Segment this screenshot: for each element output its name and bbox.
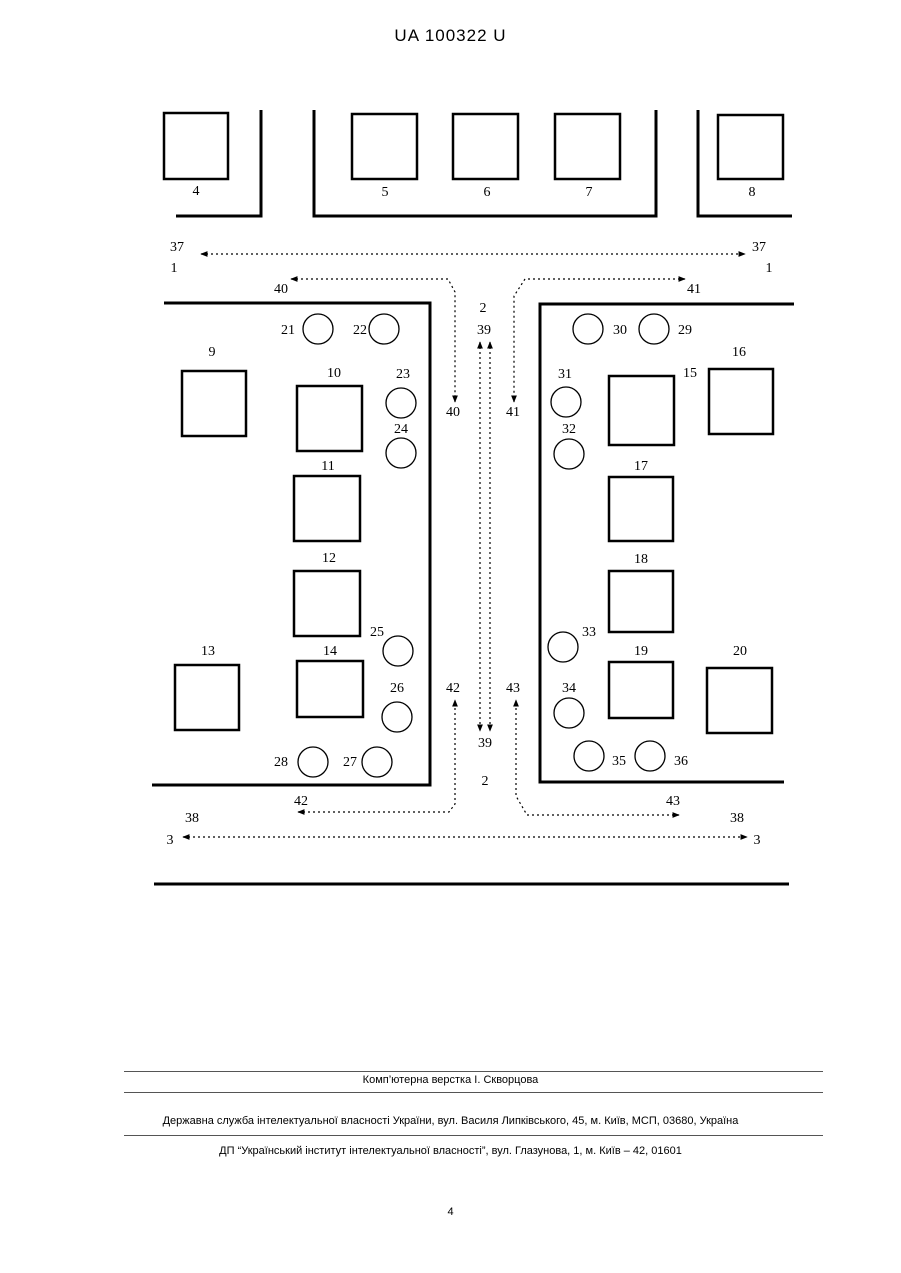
block-13 <box>175 665 239 730</box>
block-label-14: 14 <box>323 644 337 659</box>
block-5 <box>352 114 417 179</box>
block-label-5: 5 <box>382 185 389 200</box>
block-7 <box>555 114 620 179</box>
institute-address: ДП “Український інститут інтелектуальної… <box>0 1145 901 1157</box>
circle-label-30: 30 <box>613 323 627 338</box>
circle-23 <box>386 388 416 418</box>
label-2-top: 2 <box>480 301 487 316</box>
block-label-6: 6 <box>484 185 491 200</box>
block-label-18: 18 <box>634 552 648 567</box>
top-walls <box>176 110 792 216</box>
footer-rule-2 <box>124 1092 823 1093</box>
circle-label-28: 28 <box>274 755 288 770</box>
label-37-right: 37 <box>752 240 766 255</box>
circle-36 <box>635 741 665 771</box>
block-6 <box>453 114 518 179</box>
block-label-4: 4 <box>193 184 200 199</box>
circle-label-23: 23 <box>396 367 410 382</box>
layout-credit: Комп’ютерна верстка І. Скворцова <box>0 1074 901 1086</box>
label-1-left: 1 <box>171 261 178 276</box>
circle-26 <box>382 702 412 732</box>
circle-label-21: 21 <box>281 323 295 338</box>
block-label-11: 11 <box>321 459 334 474</box>
footer-rule-1 <box>124 1071 823 1072</box>
agency-address: Державна служба інтелектуальної власност… <box>0 1115 901 1127</box>
circle-label-31: 31 <box>558 367 572 382</box>
block-label-10: 10 <box>327 366 341 381</box>
circle-34 <box>554 698 584 728</box>
block-4 <box>164 113 228 179</box>
label-1-right: 1 <box>766 261 773 276</box>
block-18 <box>609 571 673 632</box>
circle-label-32: 32 <box>562 422 576 437</box>
block-label-16: 16 <box>732 345 746 360</box>
label-38-right: 38 <box>730 811 744 826</box>
circle-33 <box>548 632 578 662</box>
circle-29 <box>639 314 669 344</box>
block-label-9: 9 <box>209 345 216 360</box>
circle-label-33: 33 <box>582 625 596 640</box>
circle-label-34: 34 <box>562 681 576 696</box>
block-label-17: 17 <box>634 459 648 474</box>
circle-label-26: 26 <box>390 681 404 696</box>
label-39-bottom: 39 <box>478 736 492 751</box>
label-37-left: 37 <box>170 240 184 255</box>
block-label-7: 7 <box>586 185 593 200</box>
block-label-19: 19 <box>634 644 648 659</box>
label-40-top: 40 <box>274 282 288 297</box>
circle-label-27: 27 <box>343 755 357 770</box>
label-40-bottom: 40 <box>446 405 460 420</box>
circle-label-24: 24 <box>394 422 408 437</box>
block-10 <box>297 386 362 451</box>
circle-label-29: 29 <box>678 323 692 338</box>
circle-label-35: 35 <box>612 754 626 769</box>
label-3-left: 3 <box>167 833 174 848</box>
circle-25 <box>383 636 413 666</box>
label-41-bottom: 41 <box>506 405 520 420</box>
circle-label-36: 36 <box>674 754 688 769</box>
label-2-bottom: 2 <box>482 774 489 789</box>
circle-35 <box>574 741 604 771</box>
block-14 <box>297 661 363 717</box>
block-16 <box>709 369 773 434</box>
block-label-12: 12 <box>322 551 336 566</box>
block-label-8: 8 <box>749 185 756 200</box>
block-12 <box>294 571 360 636</box>
label-39-top: 39 <box>477 323 491 338</box>
label-43-top: 43 <box>506 681 520 696</box>
block-19 <box>609 662 673 718</box>
block-11 <box>294 476 360 541</box>
block-8 <box>718 115 783 179</box>
circle-label-25: 25 <box>370 625 384 640</box>
label-43-bottom: 43 <box>666 794 680 809</box>
page-number: 4 <box>0 1206 901 1218</box>
block-20 <box>707 668 772 733</box>
label-42-bottom: 42 <box>294 794 308 809</box>
block-label-15: 15 <box>683 366 697 381</box>
block-17 <box>609 477 673 541</box>
block-label-20: 20 <box>733 644 747 659</box>
block-label-13: 13 <box>201 644 215 659</box>
block-15 <box>609 376 674 445</box>
middle-walls <box>152 303 794 785</box>
footer-rule-3 <box>124 1135 823 1136</box>
label-42-top: 42 <box>446 681 460 696</box>
block-9 <box>182 371 246 436</box>
circle-22 <box>369 314 399 344</box>
circle-27 <box>362 747 392 777</box>
circle-28 <box>298 747 328 777</box>
label-3-right: 3 <box>754 833 761 848</box>
circle-21 <box>303 314 333 344</box>
circle-label-22: 22 <box>353 323 367 338</box>
circle-24 <box>386 438 416 468</box>
circle-30 <box>573 314 603 344</box>
label-38-left: 38 <box>185 811 199 826</box>
circle-32 <box>554 439 584 469</box>
circle-31 <box>551 387 581 417</box>
label-41-top: 41 <box>687 282 701 297</box>
